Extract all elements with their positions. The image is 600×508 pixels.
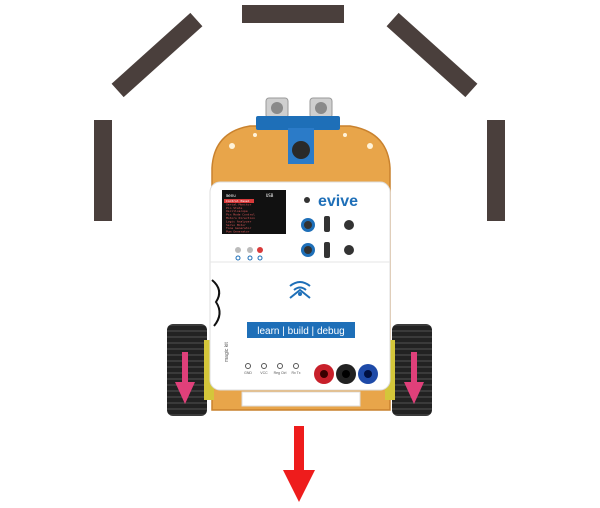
evive-display — [222, 190, 286, 234]
port-label: GND — [244, 371, 252, 375]
display-menu-line: Serial Monitor — [226, 202, 251, 206]
wall-segment-left — [94, 120, 112, 221]
port-label: Reg Ctrl — [274, 371, 287, 375]
brand-label: evive — [318, 193, 358, 210]
display-menu-line: Servo Motor — [226, 223, 246, 227]
port-label: Rx Tx — [291, 371, 300, 375]
display-menu-line: Tone Generator — [226, 226, 251, 230]
port-label: VCC — [260, 371, 268, 375]
front-plate — [241, 391, 361, 407]
banana-jacks — [314, 364, 378, 384]
right-wheel-arrow-down-icon — [404, 352, 424, 404]
display-menu-line: Pwm Generator — [226, 230, 250, 234]
side-label: magic kit — [224, 342, 230, 362]
display-menu-line: Oscilloscope — [226, 209, 248, 213]
ultrasonic-sensor — [256, 97, 340, 164]
display-menu-line: Motors Direction — [226, 216, 255, 220]
tagline-text: learn | build | debug — [257, 326, 345, 337]
display-menu-line: Pin State — [226, 206, 242, 210]
wall-segment-right — [487, 120, 505, 221]
evive-wifi-logo-icon — [289, 281, 311, 299]
left-wheel — [167, 324, 214, 416]
display-menu-line: Logic Analyzer — [226, 219, 251, 223]
right-wheel — [385, 324, 432, 416]
direction-arrow-down-icon — [283, 426, 315, 502]
display-menu-line: Control Panel — [226, 199, 250, 203]
wall-segment-top — [242, 5, 344, 23]
display-header-left: menu — [226, 193, 236, 198]
left-wheel-arrow-down-icon — [175, 352, 195, 404]
display-menu-line: Pin Mode Control — [226, 213, 255, 217]
tagline-banner — [247, 322, 355, 338]
display-header-right: USB — [266, 193, 274, 198]
